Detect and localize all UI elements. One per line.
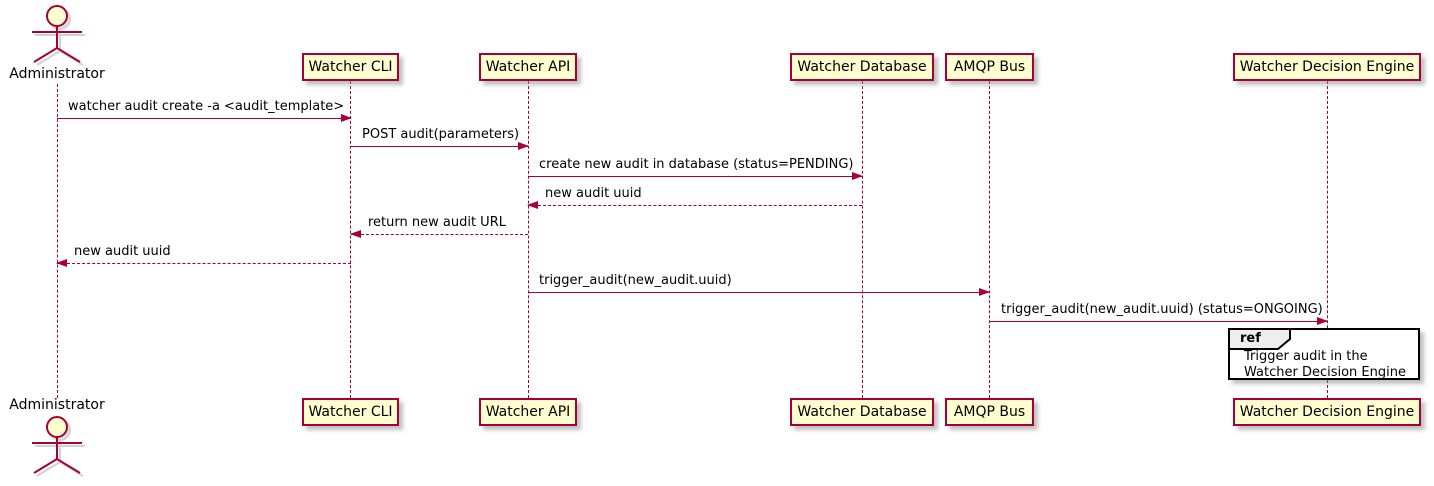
participant-label: Watcher Database bbox=[797, 59, 927, 75]
arrowhead-right-icon bbox=[979, 288, 990, 296]
message-label: POST audit(parameters) bbox=[362, 127, 520, 142]
actor-icon bbox=[31, 416, 85, 477]
participant-watcher-api-bottom: Watcher API bbox=[479, 398, 577, 426]
message-arrow bbox=[990, 317, 1328, 325]
participant-label: Watcher Decision Engine bbox=[1239, 59, 1415, 75]
lifeline-amqp-bus bbox=[989, 81, 990, 398]
ref-text-line: Watcher Decision Engine bbox=[1244, 365, 1406, 380]
arrowhead-right-icon bbox=[341, 114, 352, 122]
participant-label: Watcher CLI bbox=[308, 404, 393, 420]
actor-icon bbox=[31, 5, 85, 66]
message-trigger-audit-engine: trigger_audit(new_audit.uuid) (status=ON… bbox=[990, 302, 1328, 325]
message-label: new audit uuid bbox=[545, 186, 642, 201]
ref-text: Trigger audit in the Watcher Decision En… bbox=[1244, 349, 1406, 381]
participant-watcher-decision-engine-bottom: Watcher Decision Engine bbox=[1233, 398, 1421, 426]
participant-watcher-api-top: Watcher API bbox=[479, 53, 577, 81]
participant-watcher-database-bottom: Watcher Database bbox=[790, 398, 934, 426]
message-new-audit-uuid-admin: new audit uuid bbox=[56, 244, 351, 267]
participant-label: Watcher Database bbox=[797, 404, 927, 420]
actor-label: Administrator bbox=[9, 66, 105, 82]
arrowhead-right-icon bbox=[1317, 317, 1328, 325]
participant-label: Watcher Decision Engine bbox=[1239, 404, 1415, 420]
participant-watcher-cli-bottom: Watcher CLI bbox=[302, 398, 399, 426]
lifeline-administrator bbox=[57, 84, 58, 398]
participant-amqp-bus-top: AMQP Bus bbox=[945, 53, 1034, 81]
lifeline-watcher-cli bbox=[350, 81, 351, 398]
message-label: trigger_audit(new_audit.uuid) bbox=[539, 273, 732, 288]
participant-watcher-database-top: Watcher Database bbox=[790, 53, 934, 81]
message-label: return new audit URL bbox=[368, 215, 506, 230]
arrowhead-right-icon bbox=[852, 172, 863, 180]
message-label: create new audit in database (status=PEN… bbox=[539, 157, 854, 172]
lifeline-watcher-decision-engine bbox=[1327, 81, 1328, 398]
participant-label: Watcher CLI bbox=[308, 59, 393, 75]
actor-label: Administrator bbox=[9, 397, 105, 413]
message-arrow bbox=[528, 288, 990, 296]
message-arrow bbox=[527, 201, 862, 209]
ref-text-line: Trigger audit in the bbox=[1244, 349, 1368, 364]
message-arrow bbox=[57, 114, 352, 122]
message-return-audit-url: return new audit URL bbox=[350, 215, 528, 238]
participant-label: AMQP Bus bbox=[953, 59, 1026, 75]
message-label: trigger_audit(new_audit.uuid) (status=ON… bbox=[1001, 302, 1323, 317]
lifeline-watcher-database bbox=[862, 81, 863, 398]
ref-fragment: ref Trigger audit in the Watcher Decisio… bbox=[1228, 328, 1420, 380]
message-audit-create-command: watcher audit create -a <audit_template> bbox=[57, 99, 352, 122]
ref-tab-shape bbox=[1228, 328, 1291, 350]
ref-keyword: ref bbox=[1240, 331, 1261, 346]
message-arrow bbox=[56, 259, 351, 267]
participant-watcher-decision-engine-top: Watcher Decision Engine bbox=[1233, 53, 1421, 81]
participant-amqp-bus-bottom: AMQP Bus bbox=[945, 398, 1034, 426]
message-label: new audit uuid bbox=[74, 244, 171, 259]
arrowhead-left-icon bbox=[350, 230, 361, 238]
message-label: watcher audit create -a <audit_template> bbox=[68, 99, 345, 114]
participant-label: Watcher API bbox=[485, 404, 571, 420]
actor-administrator-top: Administrator bbox=[0, 2, 114, 82]
message-new-audit-uuid-db: new audit uuid bbox=[527, 186, 862, 209]
arrowhead-left-icon bbox=[527, 201, 538, 209]
message-arrow bbox=[350, 230, 528, 238]
message-arrow bbox=[528, 172, 863, 180]
arrowhead-left-icon bbox=[56, 259, 67, 267]
message-trigger-audit-amqp: trigger_audit(new_audit.uuid) bbox=[528, 273, 990, 296]
participant-label: AMQP Bus bbox=[953, 404, 1026, 420]
message-arrow bbox=[351, 142, 529, 150]
message-create-audit-db: create new audit in database (status=PEN… bbox=[528, 157, 863, 180]
message-post-audit: POST audit(parameters) bbox=[351, 127, 529, 150]
lifeline-watcher-api bbox=[528, 81, 529, 398]
participant-label: Watcher API bbox=[485, 59, 571, 75]
actor-administrator-bottom: Administrator bbox=[0, 397, 114, 477]
participant-watcher-cli-top: Watcher CLI bbox=[302, 53, 399, 81]
arrowhead-right-icon bbox=[518, 142, 529, 150]
